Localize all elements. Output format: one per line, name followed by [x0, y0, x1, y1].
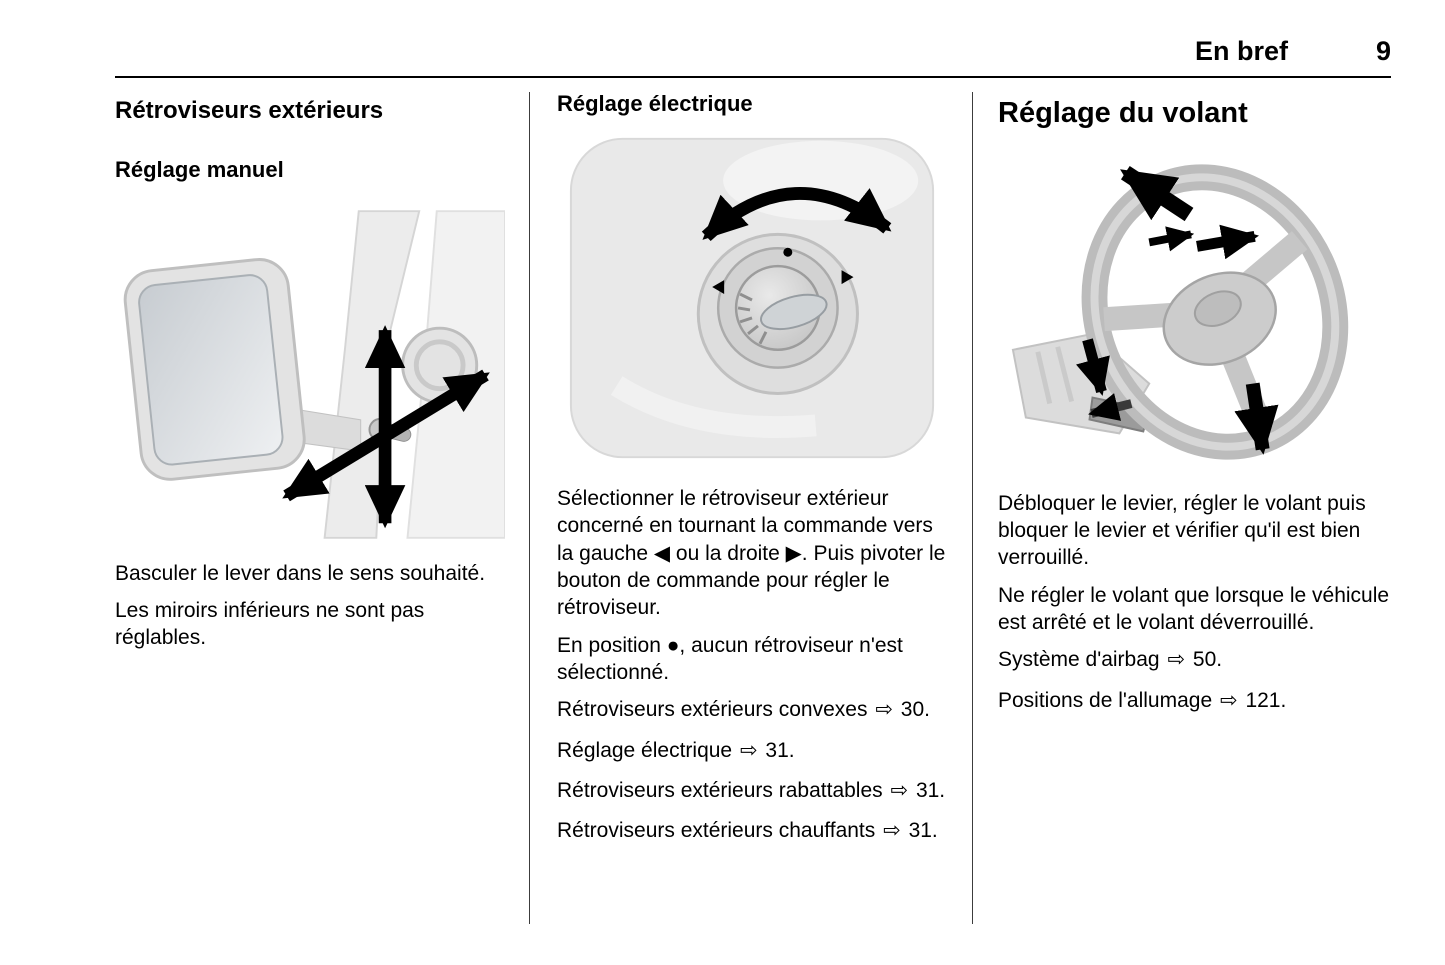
page-ref-arrow-icon: ⇨ — [875, 698, 893, 722]
page-content: Rétroviseurs extérieurs Réglage manuel — [115, 91, 1391, 924]
tilt-up-arrow — [1120, 165, 1194, 222]
reference-electric-adjust: Réglage électrique ⇨ 31. — [557, 737, 950, 764]
knob-handle-shape — [760, 294, 828, 331]
left-mirror-mark — [712, 280, 725, 295]
steering-paragraph-1: Débloquer le levier, régler le volant pu… — [998, 491, 1366, 570]
tilt-down-arrow — [1234, 382, 1279, 455]
header-rule — [115, 76, 1391, 78]
reference-airbag-system: Système d'airbag ⇨ 50. — [998, 646, 1391, 673]
manual-mirror-svg — [123, 209, 505, 539]
exterior-mirrors-heading: Rétroviseurs extérieurs — [115, 97, 384, 124]
rotation-arrow — [701, 187, 892, 242]
page-ref-arrow-icon: ⇨ — [1167, 648, 1186, 672]
reference-ignition-positions: Positions de l'allumage ⇨ 121. — [998, 687, 1391, 714]
mirror-housing — [123, 257, 306, 481]
electric-control-svg — [569, 138, 935, 459]
neutral-position-mark — [783, 247, 793, 257]
reference-convex-mirrors: Rétroviseurs extérieurs convexes ⇨ 30. — [557, 696, 950, 723]
manual-mirror-illustration — [115, 207, 505, 542]
steering-wheel-svg — [1011, 164, 1349, 460]
lever-direction-arrow — [1088, 392, 1133, 421]
page-header: En bref 9 — [115, 36, 1391, 67]
column-steering-adjust: Réglage du volant — [998, 92, 1391, 924]
page-ref-arrow-icon: ⇨ — [883, 819, 901, 843]
reference-page: 31. — [765, 738, 795, 762]
column-electric-adjust: Réglage électrique — [557, 91, 950, 924]
page-ref-arrow-icon: ⇨ — [739, 738, 758, 762]
steering-wheel-illustration — [998, 152, 1391, 472]
manual-adjust-heading: Réglage manuel — [115, 157, 284, 183]
telescope-out-arrow — [1196, 224, 1260, 260]
steering-adjust-heading: Réglage du volant — [998, 97, 1248, 129]
electric-paragraph-1: Sélectionner le rétroviseur extérieur co… — [557, 487, 946, 620]
page-number: 9 — [1375, 36, 1391, 66]
right-mirror-mark — [841, 270, 854, 285]
reference-heated-mirrors: Rétroviseurs extérieurs chauffants ⇨ 31. — [557, 817, 950, 844]
page-ref-arrow-icon: ⇨ — [1219, 688, 1238, 712]
lever-release-arrow — [1076, 338, 1110, 396]
electric-paragraph-2: En position ●, aucun rétroviseur n'est s… — [557, 633, 903, 684]
manual-paragraph-1: Basculer le lever dans le sens souhaité. — [115, 561, 486, 585]
column-divider-2 — [972, 92, 973, 924]
reference-page: 31. — [915, 778, 946, 802]
reference-page: 121. — [1245, 688, 1287, 712]
section-title: En bref — [1194, 36, 1288, 66]
manual-paragraph-2: Les miroirs inférieurs ne sont pas régla… — [115, 598, 425, 650]
electric-control-illustration — [557, 136, 950, 461]
reference-page: 50. — [1192, 648, 1223, 672]
reference-folding-mirrors: Rétroviseurs extérieurs rabattables ⇨ 31… — [557, 777, 950, 804]
telescope-in-arrow — [1148, 226, 1195, 252]
electric-adjust-heading: Réglage électrique — [557, 91, 753, 116]
column-exterior-mirrors: Rétroviseurs extérieurs Réglage manuel — [115, 92, 505, 924]
column-divider-1 — [529, 92, 530, 924]
diagonal-adjust-arrow — [282, 369, 490, 501]
page-ref-arrow-icon: ⇨ — [890, 778, 909, 802]
reference-page: 31. — [908, 819, 938, 843]
steering-paragraph-2: Ne régler le volant que lorsque le véhic… — [998, 583, 1390, 635]
reference-page: 30. — [900, 698, 930, 722]
